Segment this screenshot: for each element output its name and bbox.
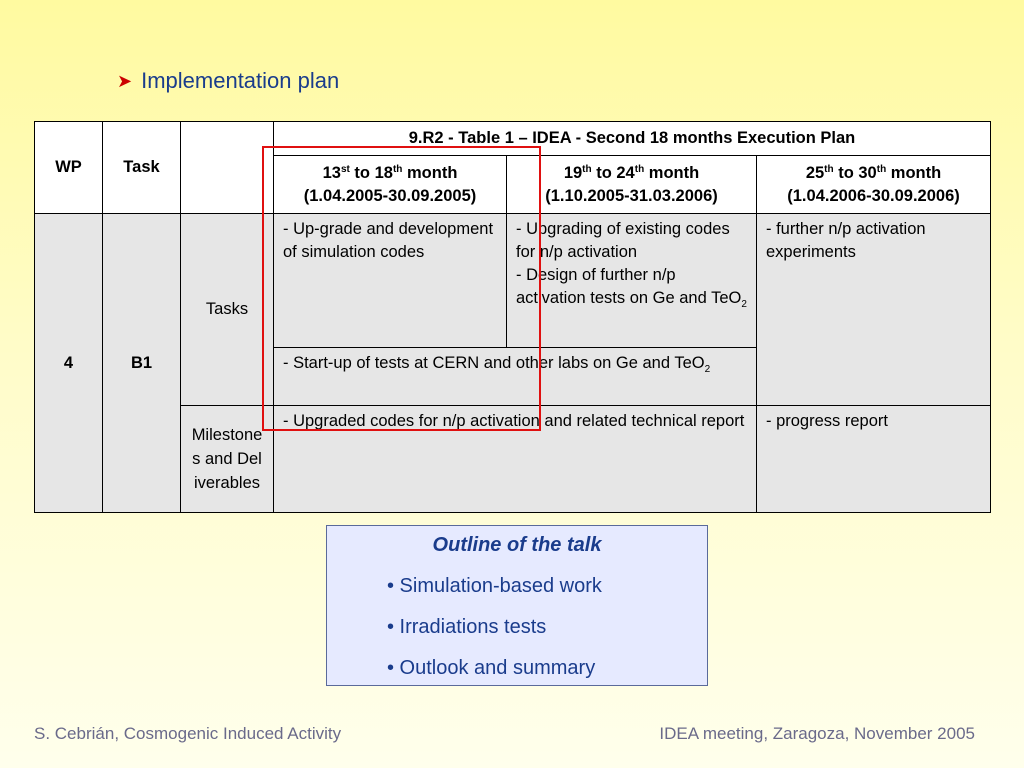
slide-heading: ➤ Implementation plan — [117, 68, 339, 94]
task-cell: B1 — [102, 213, 181, 513]
table-title: 9.R2 - Table 1 – IDEA - Second 18 months… — [272, 121, 992, 156]
tasks-period-1: - Up-grade and development of simulation… — [273, 213, 507, 348]
execution-plan-table: WP Task 9.R2 - Table 1 – IDEA - Second 1… — [34, 121, 992, 513]
outline-item: • Simulation-based work — [387, 575, 602, 597]
tasks-period-2: - Upgrading of existing codes for n/p ac… — [506, 213, 757, 348]
header-wp: WP — [34, 121, 103, 214]
period-dates-2: (1.10.2005-31.03.2006) — [545, 186, 718, 205]
heading-text: Implementation plan — [141, 68, 340, 93]
milestones-period-3: - progress report — [755, 405, 992, 513]
tasks-period-1-2-row2: - Start-up of tests at CERN and other la… — [273, 347, 757, 406]
outline-item: • Outlook and summary — [387, 657, 596, 679]
period-header-2: 19th to 24th month (1.10.2005-31.03.2006… — [506, 155, 757, 214]
outline-box: Outline of the talk • Simulation-based w… — [326, 525, 708, 686]
tasks-period-3: - further n/p activation experiments — [755, 213, 992, 406]
outline-title: Outline of the talk — [432, 534, 602, 556]
wp-cell: 4 — [34, 213, 103, 513]
milestones-period-1-2: - Upgraded codes for n/p activation and … — [273, 405, 757, 513]
outline-item: • Irradiations tests — [387, 616, 547, 638]
footer-left: S. Cebrián, Cosmogenic Induced Activity — [34, 724, 342, 743]
period-dates-1: (1.04.2005-30.09.2005) — [303, 186, 477, 205]
period-header-3: 25th to 30th month (1.04.2006-30.09.2006… — [755, 155, 992, 214]
period-dates-3: (1.04.2006-30.09.2006) — [787, 186, 960, 205]
footer-right: IDEA meeting, Zaragoza, November 2005 — [659, 724, 975, 743]
tasks-label: Tasks — [180, 213, 274, 406]
header-task: Task — [102, 121, 181, 214]
arrow-bullet-icon: ➤ — [117, 70, 133, 91]
header-empty — [180, 121, 274, 214]
milestones-label: Milestones and Deliverables — [180, 405, 274, 513]
period-header-1: 13st to 18th month (1.04.2005-30.09.2005… — [273, 155, 507, 214]
